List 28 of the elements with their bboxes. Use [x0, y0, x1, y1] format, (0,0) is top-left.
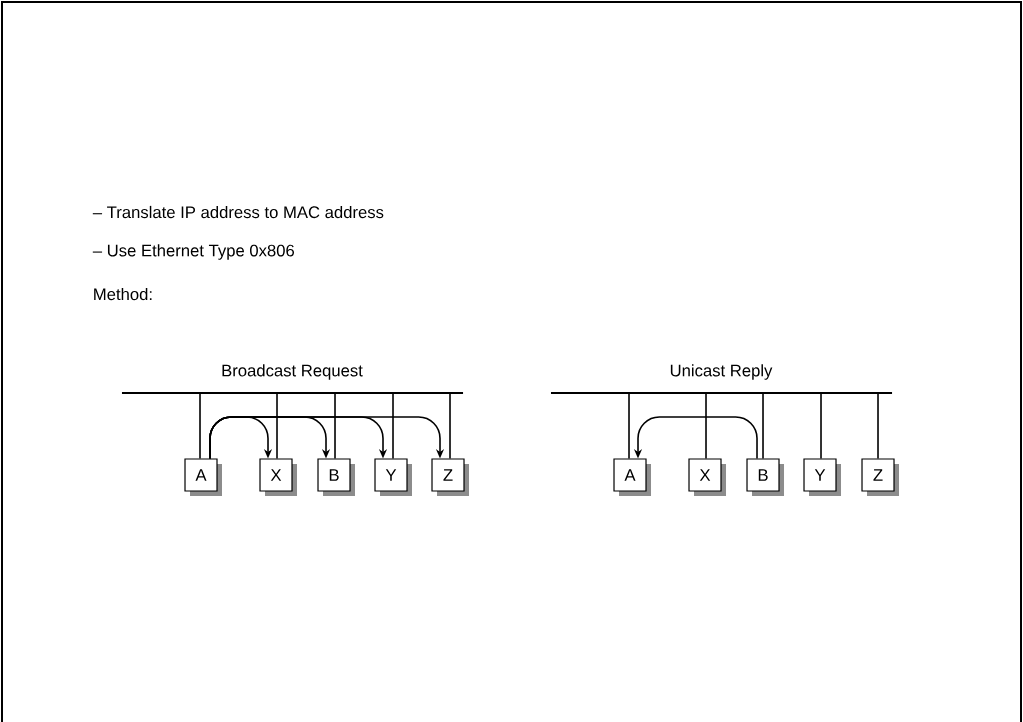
- diagram-heading: Broadcast Request: [222, 364, 363, 380]
- connector-line: [449, 392, 451, 460]
- connector-line: [705, 392, 707, 460]
- arrow: [209, 416, 445, 460]
- connector-line: [820, 392, 822, 460]
- connector-line: [877, 392, 879, 460]
- station-box: Z: [861, 458, 899, 496]
- diagram-heading: Unicast Reply: [670, 364, 773, 380]
- connector-line: [628, 392, 630, 460]
- connector-line: [762, 392, 764, 460]
- bullet-text: – Translate IP address to MAC address: [92, 205, 384, 219]
- station-box: Y: [374, 458, 412, 496]
- station-box: A: [184, 458, 222, 496]
- station-box: A: [613, 458, 651, 496]
- station-box: B: [746, 458, 784, 496]
- bullet-text: Method:: [94, 287, 152, 301]
- connector-line: [334, 392, 336, 460]
- network-bus: [551, 391, 893, 395]
- bullet-text: – Use Ethernet Type 0x806: [92, 244, 294, 260]
- network-bus: [121, 391, 464, 395]
- connector-line: [276, 392, 278, 460]
- station-box: Z: [431, 458, 469, 496]
- station-box: X: [688, 458, 726, 496]
- station-box: Y: [803, 458, 841, 496]
- station-box: B: [317, 458, 355, 496]
- connector-line: [392, 392, 394, 460]
- connector-line: [199, 392, 201, 460]
- station-box: X: [259, 458, 297, 496]
